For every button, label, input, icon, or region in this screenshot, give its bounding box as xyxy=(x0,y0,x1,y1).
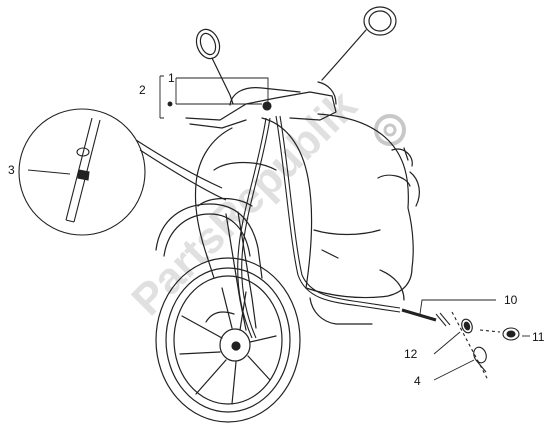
watermark-text: PartsRepublik xyxy=(122,81,366,325)
part-12-clip xyxy=(461,318,473,334)
right-mirror xyxy=(321,6,397,81)
front-mudguard xyxy=(155,203,263,279)
callout-12: 12 xyxy=(404,347,418,361)
scooter-outline xyxy=(155,6,420,423)
callout-2: 2 xyxy=(139,83,146,97)
gear-icon xyxy=(374,114,406,146)
brake-cable xyxy=(237,101,451,339)
callout-4: 4 xyxy=(414,374,421,388)
part-11-nut xyxy=(502,327,520,341)
front-wheel xyxy=(155,257,301,423)
handlebar xyxy=(185,91,337,121)
callout-3: 3 xyxy=(8,163,15,177)
body-rear xyxy=(317,113,409,209)
leader-lines xyxy=(27,75,530,381)
detail-view xyxy=(18,108,227,236)
callout-labels: 2 1 3 10 11 12 4 xyxy=(8,71,545,388)
part-4-sleeve xyxy=(473,346,487,373)
callout-1: 1 xyxy=(168,71,175,85)
watermark-logo: PartsRepublik xyxy=(122,81,406,325)
small-parts xyxy=(451,311,520,381)
left-mirror xyxy=(195,28,234,105)
callout-11: 11 xyxy=(532,330,545,344)
callout-10: 10 xyxy=(504,293,518,307)
